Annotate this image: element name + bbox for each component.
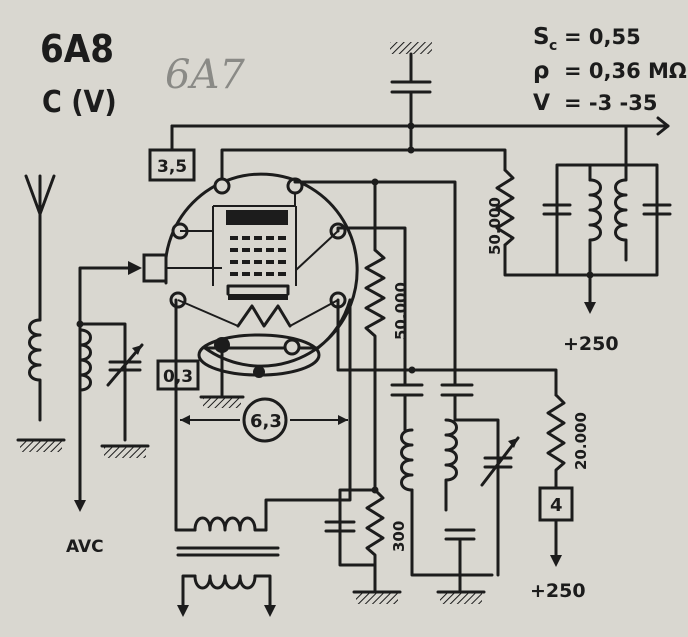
supply-label-b: +250	[530, 580, 586, 602]
tube-type: 6A8	[40, 27, 114, 71]
avc-label: AVC	[66, 537, 104, 557]
pin-label-box-top: 3,5	[148, 148, 196, 182]
param-rho-value: = 0,36 MΩ	[564, 59, 687, 83]
cathode-network	[324, 486, 402, 604]
pin-label-top: 3,5	[157, 157, 187, 177]
input-coil	[74, 261, 150, 512]
anode-rail	[220, 146, 592, 277]
heater-transformer	[174, 298, 352, 617]
pin-label-box-low: 0,3	[156, 351, 245, 408]
param-v-value: = -3 -35	[564, 91, 658, 115]
screen-network: 4	[538, 393, 574, 567]
heater-voltage-label: 6,3	[250, 411, 282, 432]
oscillator-network	[293, 177, 558, 492]
r-osc-label: 50.000	[392, 282, 410, 340]
top-ground-capacitor	[390, 42, 432, 152]
tube-base: C (V)	[42, 85, 117, 120]
r-cathode-label: 300	[390, 521, 408, 552]
pin-label-low: 0,3	[163, 367, 193, 387]
heater-dimension: 6,3	[180, 397, 348, 443]
box-4-label: 4	[550, 495, 563, 516]
supply-label-a: +250	[563, 333, 619, 355]
param-rho-symbol: ρ	[533, 58, 549, 84]
param-v-symbol: V	[533, 91, 550, 116]
param-sc-sub: c	[549, 38, 557, 54]
param-sc-value: = 0,55	[564, 25, 641, 49]
handwritten-note: 6A7	[165, 52, 245, 98]
oscillator-coils	[400, 418, 520, 604]
tube-envelope	[142, 172, 359, 378]
r-anode-label: 50.000	[486, 197, 504, 255]
antenna	[16, 174, 66, 452]
top-rail	[170, 116, 670, 167]
if-transformer	[542, 163, 672, 314]
param-sc-symbol: S	[533, 24, 550, 50]
r-screen-label: 20.000	[572, 412, 590, 470]
